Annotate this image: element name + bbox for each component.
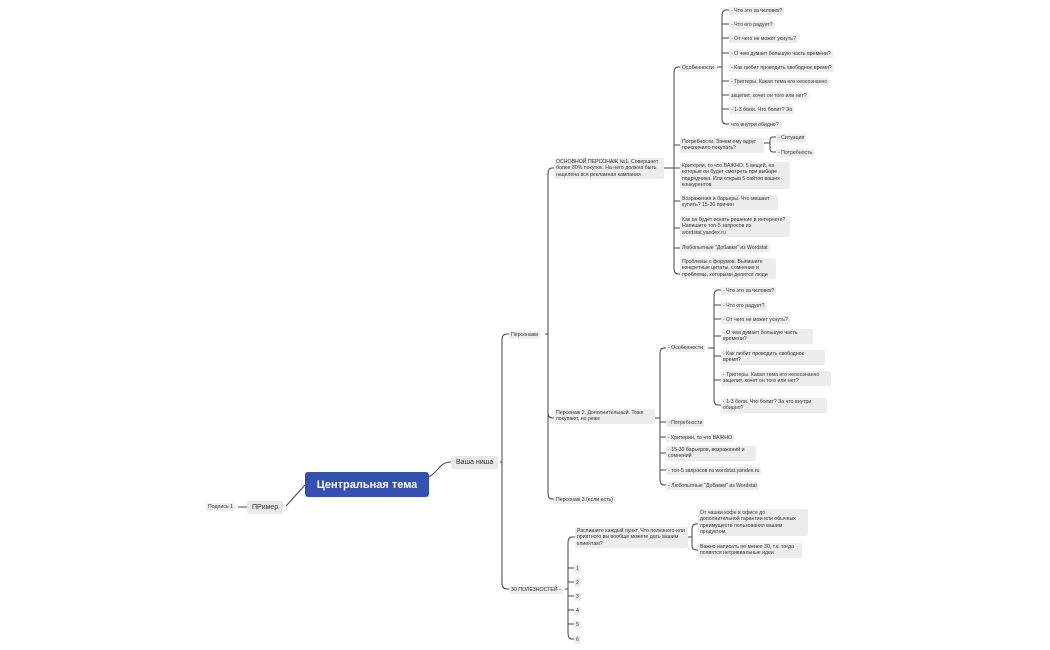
- signature-node[interactable]: Подпись 1: [206, 503, 235, 512]
- useful-main-node[interactable]: Распишите каждый пункт. Что полезного ил…: [575, 527, 688, 548]
- p2-item[interactable]: - 15-30 барьеров, возражений и сомнений: [666, 446, 756, 461]
- criteria-node[interactable]: Критерии, то что ВАЖНО. 5 вещей, на кото…: [680, 162, 790, 190]
- useful-number[interactable]: 1: [574, 565, 581, 574]
- p1-feature-item[interactable]: - От чего не может уснуть?: [729, 35, 798, 44]
- useful-child[interactable]: От чашки кофе в офисе до дополнительной …: [698, 509, 808, 537]
- p2-item[interactable]: - Любопытные "Добавки" из Wordstat: [666, 482, 759, 491]
- p1-feature-item[interactable]: - 1-3 боли. Что болит? За: [729, 106, 795, 115]
- main-persona-node[interactable]: ОСНОВНОЙ ПЕРСОНАЖ №1. Совершает более 80…: [554, 158, 664, 179]
- useful-child[interactable]: Важно написать не менее 30, т.к. тогда п…: [698, 543, 802, 558]
- useful-number[interactable]: 4: [574, 607, 581, 616]
- useful-number[interactable]: 2: [574, 579, 581, 588]
- needs-node[interactable]: Потребности. Зачем ему вдруг приспичило …: [680, 138, 764, 153]
- persona3-node[interactable]: Персонаж 3 (если есть): [554, 496, 615, 505]
- p2-item[interactable]: - Потребности: [666, 419, 705, 428]
- p1-feature-item[interactable]: - Что его радует?: [729, 21, 775, 30]
- needs-child[interactable]: - Ситуация: [776, 134, 807, 143]
- p2-feature-item[interactable]: - Что его радует?: [721, 302, 767, 311]
- search-node[interactable]: Как он будет искать решение в интернете?…: [680, 216, 790, 237]
- useful-number[interactable]: 3: [574, 593, 581, 602]
- useful-number[interactable]: 6: [574, 636, 581, 645]
- features-node[interactable]: Особенности: [680, 64, 716, 73]
- p2-feature-item[interactable]: - О чем думает большую часть времени?: [721, 329, 813, 344]
- p1-feature-item[interactable]: - Как любит проводить свободное время?: [729, 64, 834, 73]
- usefuls-node[interactable]: 30 ПОЛЕЗНОСТЕЙ -: [509, 586, 563, 595]
- p2-features-node[interactable]: - Особенности: [666, 344, 706, 353]
- forums-node[interactable]: Проблемы с форумов. Выпишите конкретные …: [680, 258, 776, 279]
- p1-feature-item[interactable]: зацепит, хочет он того или нет?: [729, 92, 809, 101]
- personas-node[interactable]: Персонажи: [509, 331, 541, 340]
- persona2-node[interactable]: Персонаж 2. Дополнительный. Тоже покупаю…: [554, 409, 655, 424]
- p2-feature-item[interactable]: - Что это за человек?: [721, 287, 777, 296]
- useful-number[interactable]: 5: [574, 621, 581, 630]
- p2-item[interactable]: - топ-5 запросов из wordstat.yandex.ru: [666, 467, 762, 476]
- p2-feature-item[interactable]: - Как любит проводить свободное время?: [721, 350, 825, 365]
- additions-node[interactable]: Любопытные "Добавки" из Wordstat: [680, 244, 770, 253]
- central-topic[interactable]: Центральная тема: [305, 472, 429, 497]
- niche-node[interactable]: Ваша ниша: [451, 456, 499, 469]
- p2-feature-item[interactable]: - 1-3 боли. Что болит? За что внутри оби…: [721, 398, 827, 413]
- p2-item[interactable]: - Критерии, то что ВАЖНО: [666, 434, 735, 443]
- p1-feature-item[interactable]: - О чем думает большую часть времени?: [729, 50, 833, 59]
- needs-child[interactable]: - Потребность: [776, 149, 815, 158]
- objections-node[interactable]: Возражения и барьеры. Что мешает купить?…: [680, 195, 778, 210]
- p1-feature-item[interactable]: - Что это за человек?: [729, 7, 785, 16]
- p1-feature-item[interactable]: - Триггеры. Какая тема его неосознанно: [729, 78, 830, 87]
- p1-feature-item[interactable]: что внутри обидно?: [729, 121, 781, 130]
- p2-feature-item[interactable]: - Триггеры. Какая тема его неосознанно з…: [721, 371, 831, 386]
- example-node[interactable]: ПРимер: [247, 501, 284, 514]
- p2-feature-item[interactable]: - От чего не может уснуть?: [721, 316, 790, 325]
